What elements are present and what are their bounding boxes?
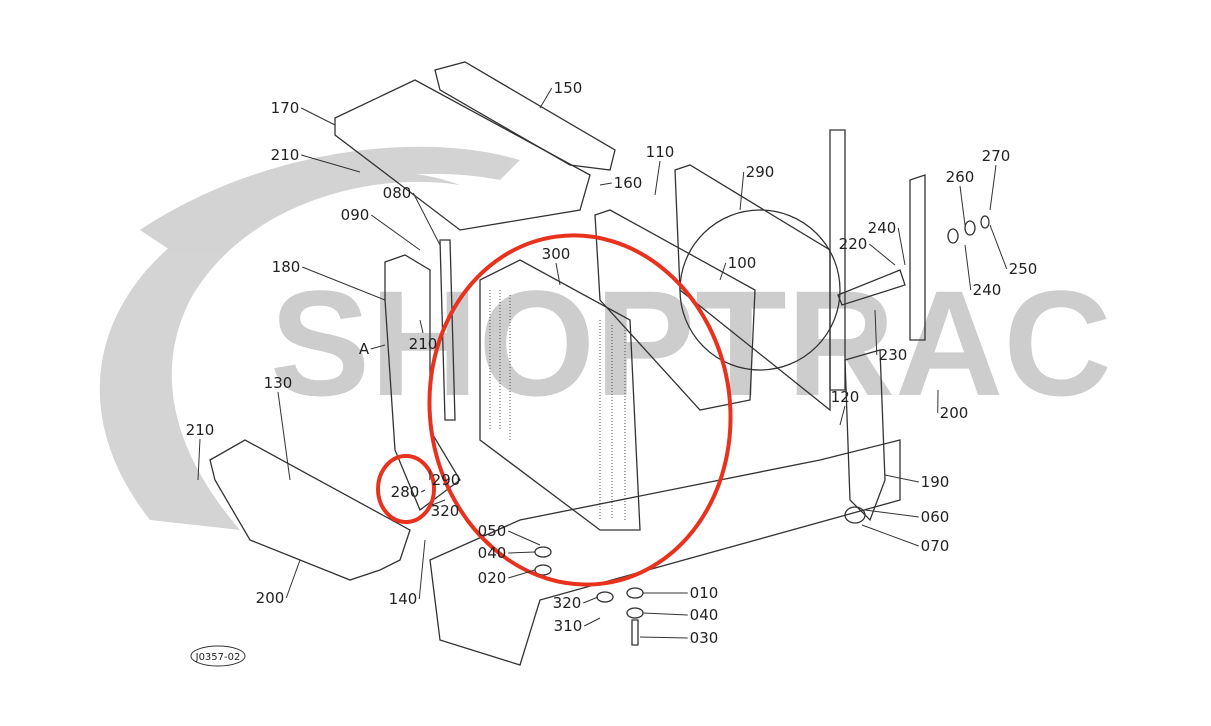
part-label-020: 020 (478, 569, 507, 587)
part-label-250: 250 (1009, 260, 1038, 278)
leader-line (654, 160, 661, 196)
leader-line (419, 319, 424, 334)
leader-line (301, 107, 336, 126)
leader-line (864, 509, 919, 518)
leader-line (301, 154, 361, 173)
part-label-240: 240 (973, 281, 1002, 299)
part-label-290: 290 (432, 471, 461, 489)
leader-line (861, 524, 919, 547)
leader-line (277, 391, 291, 481)
part-label-070: 070 (921, 537, 950, 555)
part-label-120: 120 (831, 388, 860, 406)
leader-line (583, 596, 599, 604)
leader-line (370, 344, 386, 350)
leader-line (964, 244, 972, 291)
part-label-150: 150 (554, 79, 583, 97)
leader-line (431, 499, 446, 506)
part-label-160: 160 (614, 174, 643, 192)
leader-line (584, 617, 601, 627)
leader-line (418, 539, 426, 600)
leader-line (539, 87, 553, 109)
diagram-code: J0357-02 (195, 652, 241, 663)
leader-line (719, 262, 727, 281)
part-label-040: 040 (478, 544, 507, 562)
leader-line (508, 530, 541, 546)
part-label-100: 100 (728, 254, 757, 272)
part-label-110: 110 (646, 143, 675, 161)
leader-line (285, 559, 301, 599)
leader-line (884, 474, 919, 483)
part-label-060: 060 (921, 508, 950, 526)
part-label-270: 270 (982, 147, 1011, 165)
leader-line (989, 224, 1008, 270)
part-label-040: 040 (690, 606, 719, 624)
part-label-280: 280 (391, 483, 420, 501)
part-label-180: 180 (272, 258, 301, 276)
part-label-170: 170 (271, 99, 300, 117)
part-label-200: 200 (940, 404, 969, 422)
leader-line (639, 636, 688, 639)
part-label-310: 310 (554, 617, 583, 635)
leader-line (370, 214, 421, 251)
part-label-210: 210 (186, 421, 215, 439)
leader-line (642, 612, 688, 616)
leader-line (197, 438, 201, 481)
part-label-320: 320 (553, 594, 582, 612)
part-label-260: 260 (946, 168, 975, 186)
leader-line (868, 243, 896, 266)
part-label-230: 230 (879, 346, 908, 364)
leader-line (599, 182, 612, 186)
part-label-090: 090 (341, 206, 370, 224)
leader-line (421, 489, 426, 493)
part-label-080: 080 (383, 184, 412, 202)
part-label-030: 030 (690, 629, 719, 647)
diagram-code-badge (190, 645, 246, 667)
leader-line (555, 262, 561, 286)
part-label-320: 320 (431, 502, 460, 520)
part-label-140: 140 (389, 590, 418, 608)
watermark-logo: SHOPTRAC (99, 146, 1112, 530)
leader-line (839, 405, 846, 426)
leader-line (508, 551, 536, 554)
leader-line (897, 227, 906, 266)
highlight-280 (376, 454, 436, 524)
part-label-210: 210 (409, 335, 438, 353)
leader-line (302, 266, 386, 301)
part-label-220: 220 (839, 235, 868, 253)
leader-line (989, 164, 997, 211)
leader-line (739, 171, 745, 211)
part-label-210: 210 (271, 146, 300, 164)
highlight-radiator (427, 233, 733, 587)
part-label-010: 010 (690, 584, 719, 602)
leader-line (412, 192, 441, 246)
part-label-300: 300 (542, 245, 571, 263)
parts-drawing (209, 61, 990, 666)
part-label-200: 200 (256, 589, 285, 607)
part-label-130: 130 (264, 374, 293, 392)
part-label-190: 190 (921, 473, 950, 491)
leader-line (508, 569, 536, 579)
part-label-050: 050 (478, 522, 507, 540)
part-label-290: 290 (746, 163, 775, 181)
leader-line (959, 185, 966, 226)
leader-line (874, 309, 878, 356)
part-label-A: A (359, 340, 370, 358)
part-label-240: 240 (868, 219, 897, 237)
